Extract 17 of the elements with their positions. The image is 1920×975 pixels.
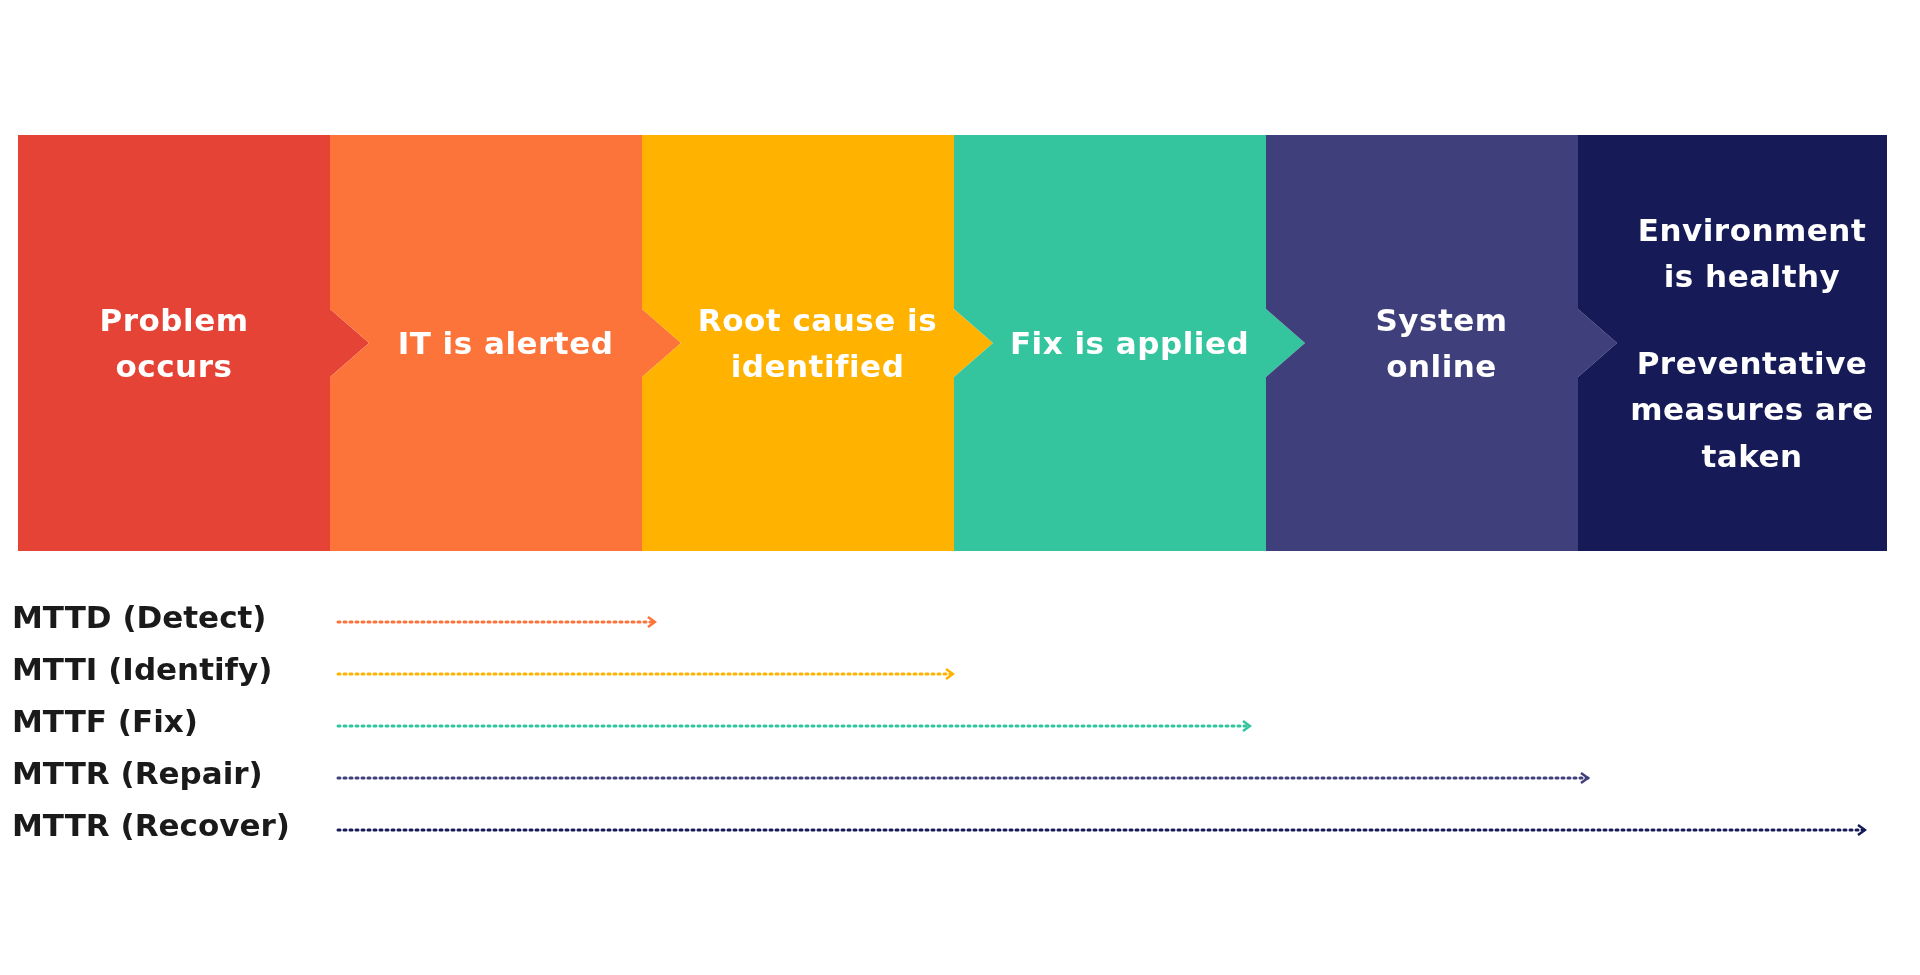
dotted-arrow — [336, 719, 1252, 733]
step-label: Problem occurs — [98, 300, 250, 386]
step-label: Fix is applied — [1009, 323, 1250, 363]
step-label: System online — [1374, 300, 1509, 386]
metric-label: MTTD (Detect) — [12, 602, 338, 633]
step-label: Preventative measures are taken — [1629, 343, 1875, 476]
step-label: Environment is healthy — [1636, 210, 1868, 297]
step-label: Root cause is identified — [696, 300, 939, 386]
metric-label: MTTR (Recover) — [12, 810, 338, 841]
metric-label: MTTR (Repair) — [12, 758, 338, 789]
dotted-arrow — [336, 823, 1867, 837]
dotted-arrow — [336, 771, 1590, 785]
dotted-arrow — [336, 615, 657, 629]
metric-label: MTTI (Identify) — [12, 654, 338, 685]
step-label: IT is alerted — [397, 323, 614, 363]
dotted-arrow — [336, 667, 955, 681]
metric-label: MTTF (Fix) — [12, 706, 338, 737]
